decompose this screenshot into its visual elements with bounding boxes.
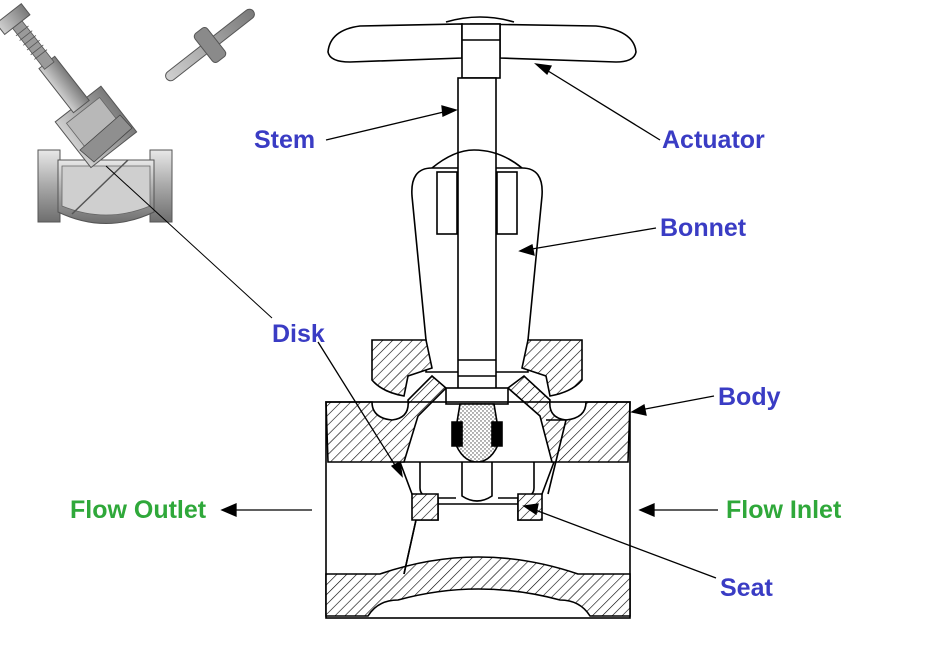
stem-arrowhead <box>441 105 458 117</box>
disk-label: Disk <box>272 320 325 348</box>
seat-label: Seat <box>720 574 773 602</box>
body-arrowhead <box>630 403 647 416</box>
disk-arrowhead <box>390 461 403 478</box>
flow-inlet-label: Flow Inlet <box>726 496 842 524</box>
leader-lines <box>105 63 718 579</box>
body-label: Body <box>718 383 781 411</box>
actuator-label: Actuator <box>662 126 765 154</box>
flow-outlet-label: Flow Outlet <box>70 496 207 524</box>
valve-illustration-inset <box>0 3 255 224</box>
flow-outlet-arrowhead <box>220 503 237 517</box>
bonnet-arrowhead <box>518 244 535 256</box>
valve-cross-section <box>325 16 637 619</box>
actuator-arrowhead <box>534 63 552 76</box>
bonnet-label: Bonnet <box>660 214 747 242</box>
stem-label: Stem <box>254 126 315 154</box>
flow-inlet-arrowhead <box>638 503 655 517</box>
seat-arrowhead <box>522 503 539 516</box>
